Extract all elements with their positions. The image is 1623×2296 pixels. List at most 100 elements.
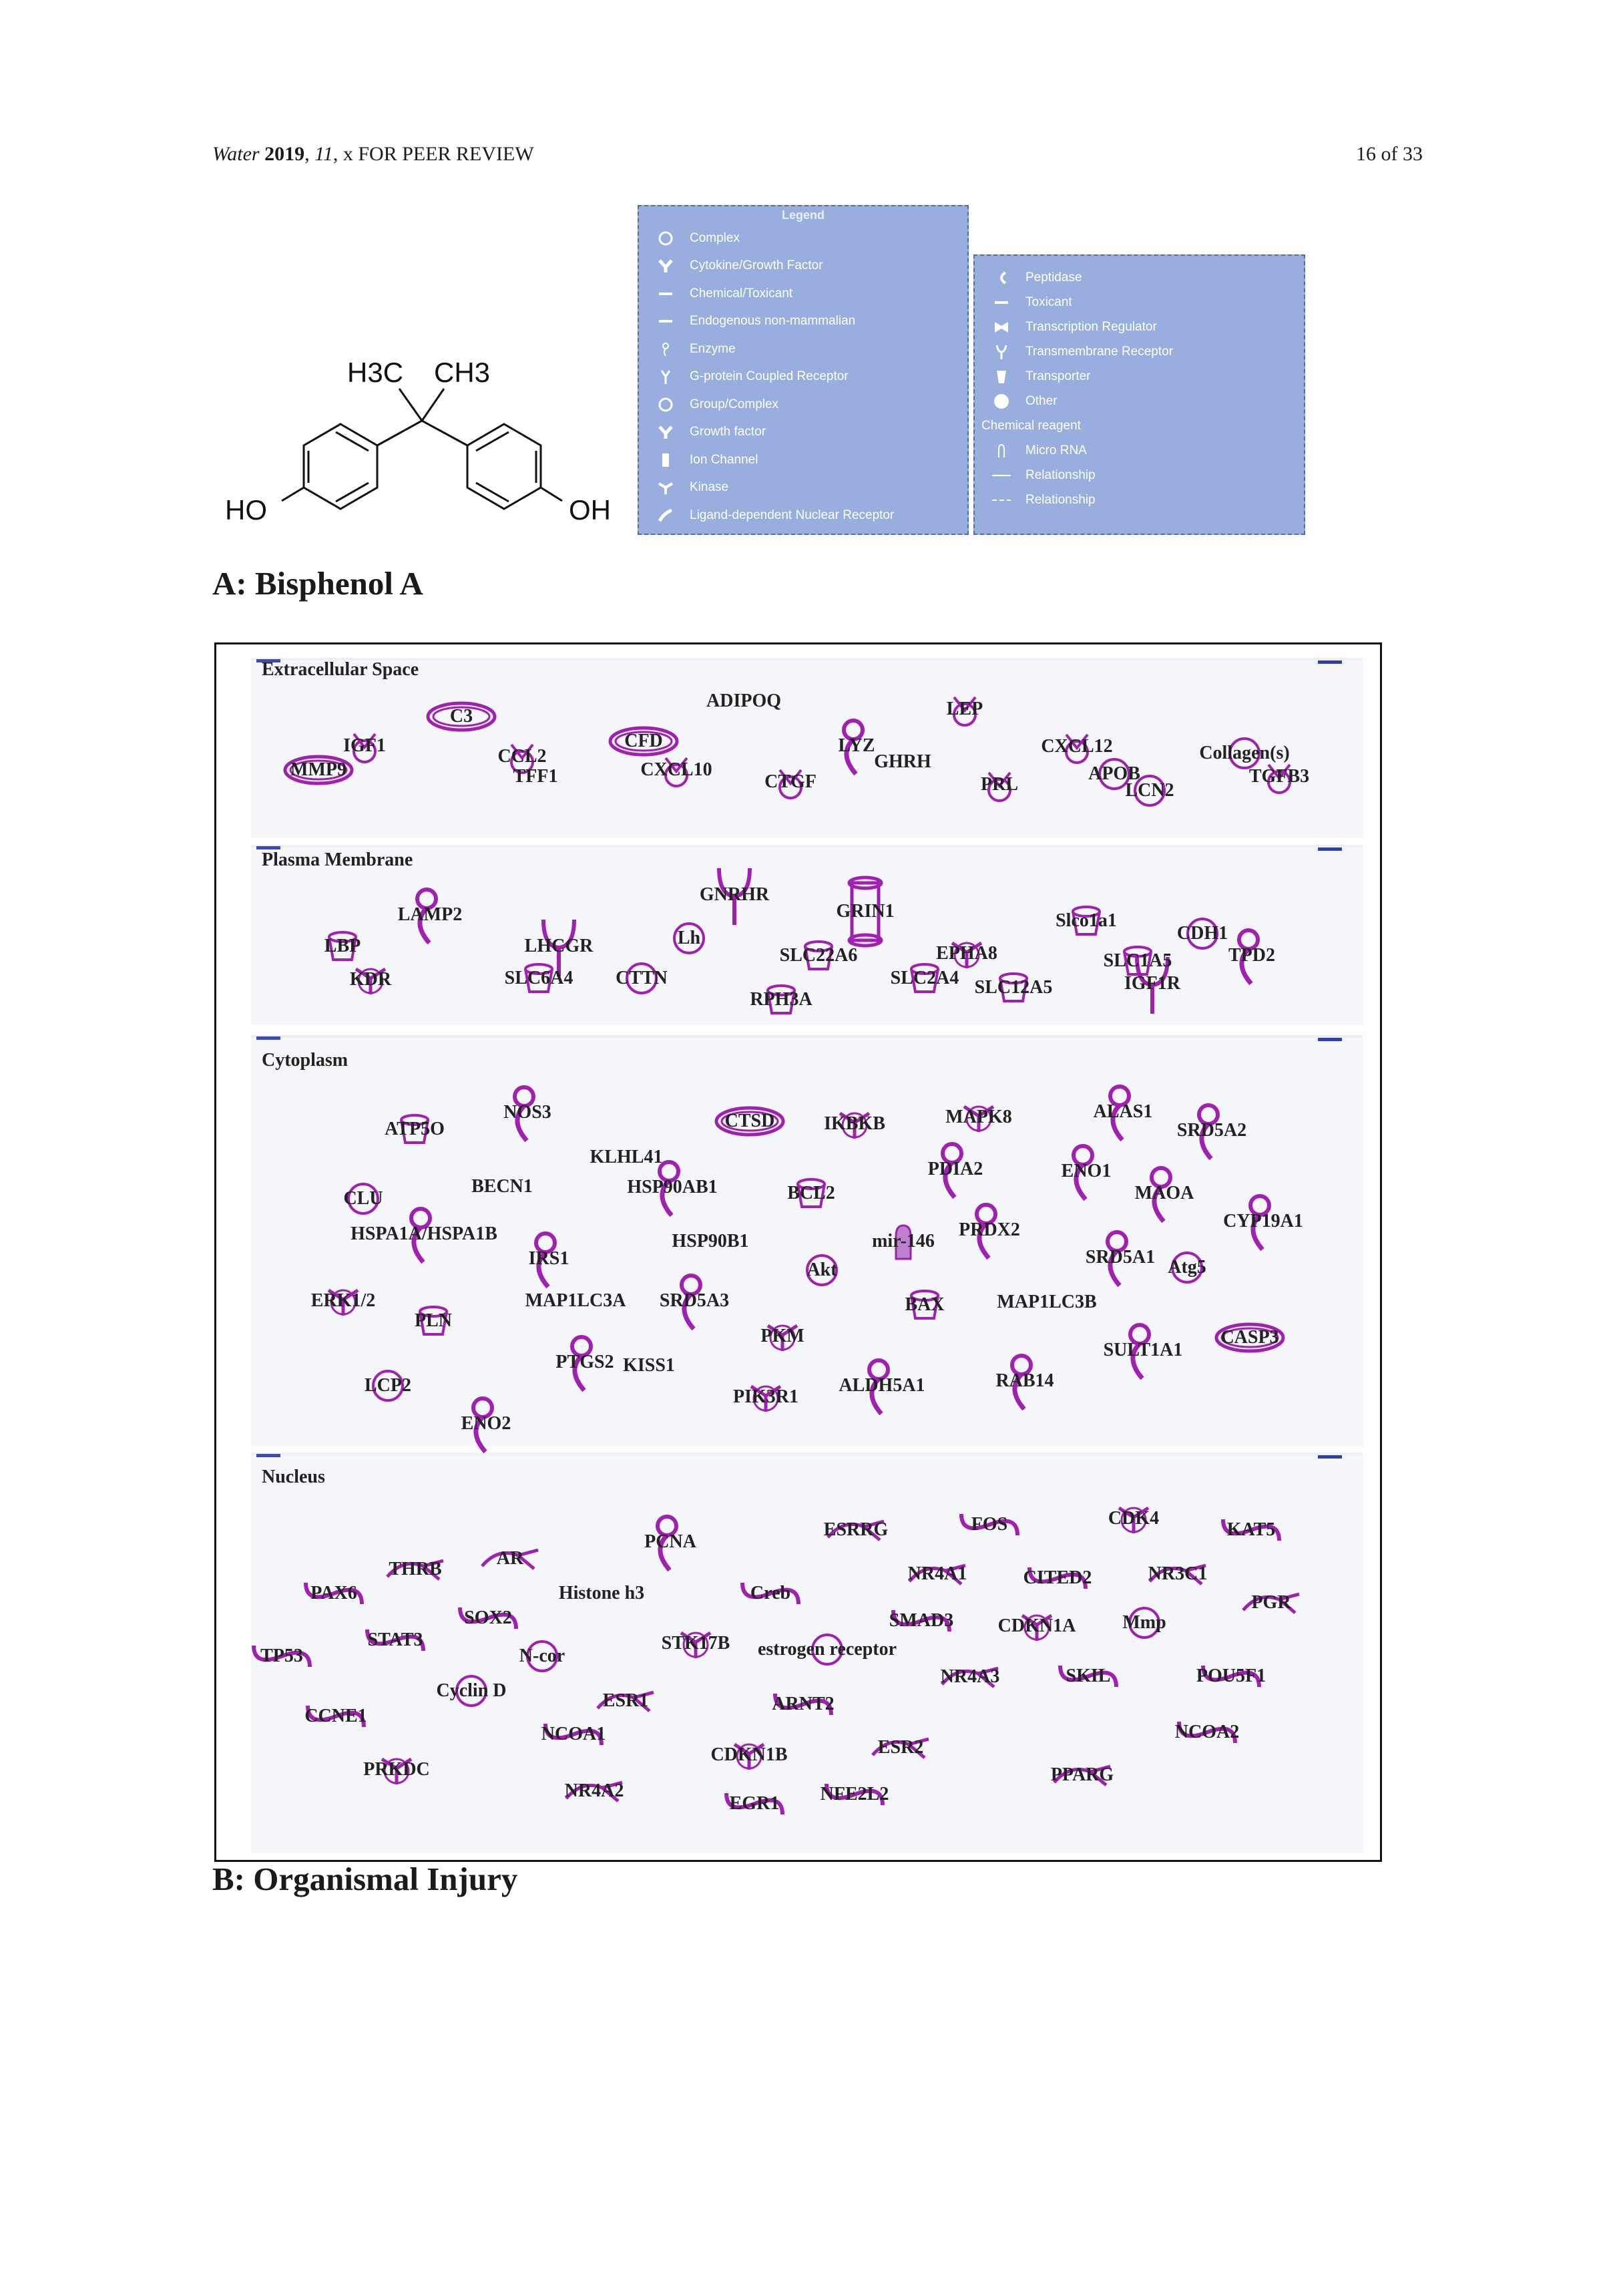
network-node-label: HSPA1A/HSPA1B — [351, 1223, 497, 1244]
network-node-label: EPHA8 — [936, 943, 997, 964]
node-glyph — [481, 1548, 539, 1570]
caption-b: B: Organismal Injury — [212, 1861, 518, 1897]
node-glyph — [842, 719, 865, 776]
network-node-label: CTTN — [616, 968, 668, 988]
network-node-label: PPARG — [1050, 1764, 1114, 1785]
node-glyph — [664, 757, 688, 787]
network-node-label: C3 — [449, 706, 473, 727]
compartment-divider — [251, 658, 1363, 660]
network-node-label: LYZ — [838, 735, 875, 756]
node-glyph — [365, 1629, 425, 1652]
transporter-icon — [992, 367, 1011, 386]
node-glyph — [353, 733, 377, 763]
node-glyph — [1150, 1166, 1172, 1223]
node-glyph — [951, 941, 983, 968]
network-node-label: LCP2 — [365, 1375, 411, 1396]
caption-a: A: Bisphenol A — [212, 565, 423, 602]
node-glyph — [347, 1183, 379, 1215]
node-glyph — [513, 1085, 535, 1143]
legend-item-label: Ion Channel — [690, 452, 758, 467]
legend-item-label: Kinase — [690, 480, 729, 495]
legend-item-label: G-protein Coupled Receptor — [690, 369, 849, 384]
node-glyph — [1010, 1354, 1033, 1411]
hydroxyl-left-label: HO — [225, 494, 267, 526]
node-glyph — [1072, 906, 1101, 936]
node-glyph — [458, 1607, 518, 1630]
node-glyph — [372, 1370, 404, 1402]
network-node-label: Collagen(s) — [1199, 743, 1290, 763]
peptidase-icon — [992, 268, 1011, 287]
legend-item: Micro RNA — [992, 438, 1304, 463]
journal-year: 2019 — [264, 143, 305, 165]
network-node-label: APOB — [1088, 763, 1140, 784]
network-node-label: ENO2 — [461, 1413, 511, 1434]
legend-item-label: Chemical/Toxicant — [690, 286, 793, 301]
node-glyph — [543, 1723, 604, 1746]
network-node-label: SLC12A5 — [974, 977, 1053, 998]
node-glyph — [1221, 1519, 1281, 1541]
network-node-label: NFE2L2 — [820, 1784, 889, 1804]
network-node-label: EGR1 — [729, 1793, 780, 1814]
legend-item-label: Endogenous non-mammalian — [690, 314, 856, 329]
node-glyph — [773, 1693, 833, 1716]
legend-item: Ion Channel — [656, 446, 967, 474]
node-glyph — [1128, 1323, 1151, 1380]
compartment-label: Cytoplasm — [262, 1050, 349, 1071]
node-glyph — [524, 963, 553, 993]
network-node-label: GNRHR — [699, 884, 770, 905]
node-glyph — [941, 1666, 999, 1688]
compartment-marker — [1318, 1038, 1342, 1041]
legend-item-label: Group/Complex — [690, 397, 779, 411]
node-glyph — [386, 1559, 444, 1581]
legend-item: Peptidase — [992, 265, 1304, 290]
legend-item: Transporter — [992, 364, 1304, 389]
node-glyph — [825, 1783, 885, 1806]
legend-item: Enzyme — [656, 335, 967, 363]
network-node-label: Atg5 — [1168, 1257, 1206, 1278]
node-glyph — [534, 1231, 557, 1289]
network-node-label: HSP90B1 — [672, 1231, 749, 1252]
network-node-label: AR — [496, 1548, 524, 1569]
node-glyph — [1148, 1563, 1206, 1585]
bar-icon — [656, 312, 675, 331]
node-glyph — [999, 972, 1028, 1002]
network-node-label: IKBKB — [824, 1113, 885, 1134]
network-node-label: N-cor — [519, 1646, 565, 1666]
network-node-label: ERK1/2 — [310, 1290, 376, 1311]
network-node-label: GHRH — [874, 751, 931, 772]
compartment-label: Plasma Membrane — [262, 849, 413, 870]
compartment-marker — [256, 1454, 280, 1457]
legend-item-label: Peptidase — [1025, 270, 1082, 284]
legend-item: Chemical reagent — [981, 413, 1304, 438]
network-node-label: ESRRG — [823, 1519, 889, 1540]
node-glyph — [871, 1737, 929, 1759]
cytokine-icon — [656, 256, 675, 275]
legend-item: Cytokine/Growth Factor — [656, 252, 967, 280]
node-glyph — [1186, 918, 1218, 950]
compartment-marker — [1318, 847, 1342, 851]
bar-icon — [656, 284, 675, 303]
network-node-label: CCNE1 — [304, 1706, 367, 1726]
node-glyph — [426, 701, 497, 732]
node-glyph — [471, 1396, 494, 1454]
node-glyph — [409, 1207, 432, 1264]
network-node-label: PKM — [760, 1326, 804, 1346]
node-glyph — [959, 1513, 1019, 1536]
legend-item: G-protein Coupled Receptor — [656, 363, 967, 391]
node-glyph — [1242, 1592, 1300, 1614]
node-glyph — [656, 1515, 678, 1572]
network-node-label: CDKN1A — [997, 1615, 1076, 1636]
network-node-label: CITED2 — [1023, 1567, 1092, 1588]
micro-rna-icon — [992, 441, 1011, 460]
node-glyph — [953, 696, 977, 727]
node-glyph — [304, 1582, 364, 1605]
node-glyph — [381, 1757, 413, 1784]
node-glyph — [283, 755, 354, 785]
node-glyph — [1248, 1194, 1271, 1252]
network-node-label: PTGS2 — [555, 1352, 614, 1372]
node-glyph — [867, 1358, 890, 1416]
network-node-label: GRIN1 — [836, 901, 895, 922]
compartment-divider — [251, 1453, 1363, 1455]
